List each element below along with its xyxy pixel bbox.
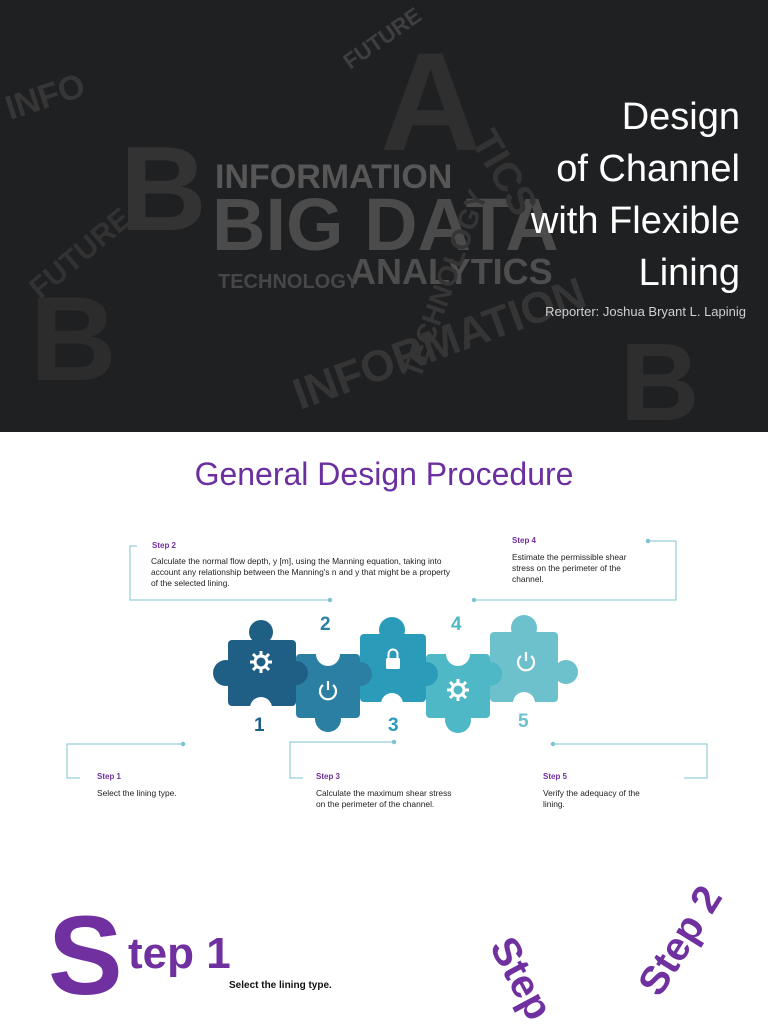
big-data-background: BIG DATA INFORMATION ANALYTICS TECHNOLOG… (0, 0, 768, 432)
puzzle-number-4: 4 (451, 614, 462, 635)
step-2-text: Calculate the normal flow depth, y [m], … (151, 556, 451, 588)
puzzle-number-5: 5 (518, 711, 529, 732)
bg-word: B (120, 122, 207, 256)
puzzle-diagram: 1 2 3 4 5 (66, 538, 708, 779)
step-3-label: Step 3 (316, 772, 341, 781)
puzzle-piece-4 (414, 642, 490, 733)
step-3-text: Calculate the maximum shear stress on th… (316, 788, 452, 809)
bg-word: ANALYTICS (350, 251, 553, 292)
title-line-3: with Flexible (530, 200, 740, 242)
reporter-name: Reporter: Joshua Bryant L. Lapinig (545, 304, 746, 319)
bg-word: A (380, 23, 481, 180)
bg-word: B (620, 321, 699, 432)
gear-icon (250, 651, 272, 673)
title-line-2: of Channel (556, 148, 740, 190)
step-heading-initial: S (48, 893, 123, 1018)
lock-icon (386, 648, 400, 669)
step-1-text: Select the lining type. (97, 788, 177, 798)
step-2-label: Step 2 (152, 541, 177, 550)
bg-word: INFORMATION (215, 158, 452, 196)
title-line-4: Lining (638, 252, 740, 294)
procedure-slide: General Design Procedure (0, 432, 768, 864)
connector-lines (66, 538, 708, 779)
step-heading-rest: tep 1 (128, 929, 231, 978)
title-slide: BIG DATA INFORMATION ANALYTICS TECHNOLOG… (0, 0, 768, 432)
puzzle-number-3: 3 (388, 715, 399, 736)
puzzle-piece-5 (478, 615, 578, 714)
power-icon (516, 652, 536, 672)
puzzle-number-1: 1 (254, 715, 265, 736)
title-line-1: Design (621, 96, 740, 138)
step-4-text: Estimate the permissible shear stress on… (512, 552, 627, 584)
step-1-slide: S tep 1 Select the lining type. Step 1 S… (0, 864, 768, 1024)
gear-icon (447, 679, 469, 701)
step-4-label: Step 4 (512, 536, 537, 545)
puzzle-number-2: 2 (320, 614, 331, 635)
bg-word: BIG DATA (212, 183, 559, 266)
bg-word: TECHNOLOGY (218, 271, 360, 293)
rotated-step-2: Step 2 (630, 878, 731, 1004)
step-5-text: Verify the adequacy of the lining. (543, 788, 640, 809)
rotated-step-1: Step 1 (481, 930, 577, 1024)
bg-word: B (30, 272, 117, 406)
step-5-label: Step 5 (543, 772, 568, 781)
step-1-label: Step 1 (97, 772, 122, 781)
power-icon (318, 681, 338, 701)
slide-title: General Design Procedure (194, 456, 574, 492)
step-description: Select the lining type. (229, 980, 332, 991)
